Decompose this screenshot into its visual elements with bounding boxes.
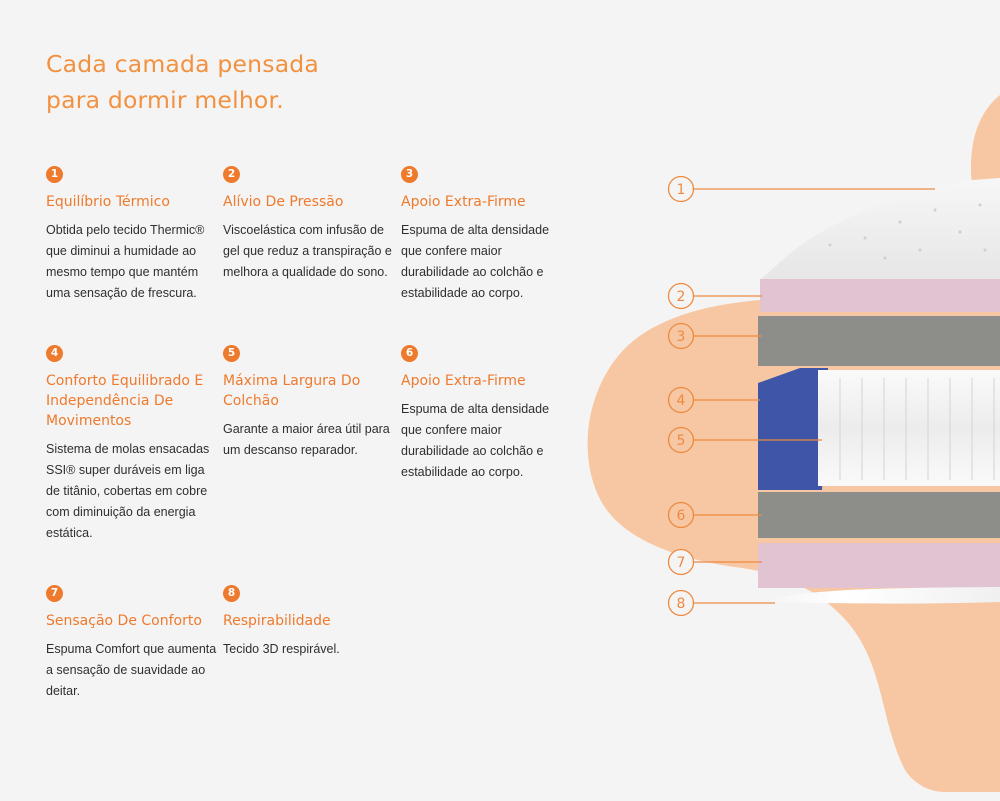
- feature-5: 5 Máxima Largura Do Colchão Garante a ma…: [223, 345, 393, 461]
- callout-6: 6: [667, 501, 695, 529]
- headline-line-1: Cada camada pensada: [46, 50, 320, 78]
- feature-3: 3 Apoio Extra-Firme Espuma de alta densi…: [401, 166, 571, 304]
- svg-text:2: 2: [677, 289, 686, 305]
- feature-description: Tecido 3D respirável.: [223, 642, 340, 656]
- feature-title: Apoio Extra-Firme: [401, 194, 526, 210]
- decorative-blob: [970, 95, 1000, 185]
- callout-4: 4: [667, 386, 695, 414]
- feature-6: 6 Apoio Extra-Firme Espuma de alta densi…: [401, 345, 571, 483]
- feature-1: 1 Equilíbrio Térmico Obtida pelo tecido …: [46, 166, 216, 304]
- svg-text:1: 1: [677, 182, 686, 198]
- callout-3: 3: [667, 322, 695, 350]
- feature-number-badge: 3: [401, 166, 418, 183]
- svg-text:7: 7: [677, 555, 686, 571]
- feature-4: 4 Conforto Equilibrado E Independência D…: [46, 345, 216, 544]
- feature-description: Espuma de alta densidade que confere mai…: [401, 402, 550, 479]
- feature-description: Sistema de molas ensacadas SSI® super du…: [46, 442, 210, 540]
- callout-8: 8: [667, 589, 695, 617]
- svg-text:3: 3: [677, 329, 686, 345]
- feature-title: Alívio De Pressão: [223, 194, 344, 210]
- feature-description: Espuma Comfort que aumenta a sensação de…: [46, 642, 217, 698]
- pocket-springs-layer: [818, 370, 1000, 486]
- svg-text:6: 6: [677, 508, 686, 524]
- section-headline: Cada camada pensada para dormir melhor.: [46, 46, 319, 118]
- firm-foam-layer-top: [758, 316, 1000, 366]
- callout-7: 7: [667, 548, 695, 576]
- quilt-dots: [828, 203, 987, 260]
- feature-title: Conforto Equilibrado E Independência De …: [46, 373, 204, 429]
- mattress-layers-illustration: 1 2 3 4 5 6 7 8: [587, 95, 1000, 792]
- feature-title: Equilíbrio Térmico: [46, 194, 170, 210]
- svg-text:4: 4: [677, 393, 686, 409]
- gel-foam-layer: [760, 279, 1000, 312]
- feature-description: Espuma de alta densidade que confere mai…: [401, 223, 550, 300]
- headline-line-2: para dormir melhor.: [46, 86, 284, 114]
- feature-2: 2 Alívio De Pressão Viscoelástica com in…: [223, 166, 393, 283]
- callout-2: 2: [667, 282, 695, 310]
- feature-number-badge: 4: [46, 345, 63, 362]
- feature-7: 7 Sensação De Conforto Espuma Comfort qu…: [46, 585, 216, 702]
- callout-5: 5: [667, 426, 695, 454]
- comfort-foam-layer: [758, 543, 1000, 588]
- callout-lines: [694, 188, 935, 604]
- feature-title: Máxima Largura Do Colchão: [223, 373, 361, 409]
- feature-title: Apoio Extra-Firme: [401, 373, 526, 389]
- fabric-3d-layer: [762, 587, 1000, 604]
- feature-description: Viscoelástica com infusão de gel que red…: [223, 223, 392, 279]
- feature-title: Sensação De Conforto: [46, 613, 202, 629]
- feature-number-badge: 7: [46, 585, 63, 602]
- feature-description: Garante a maior área útil para um descan…: [223, 422, 390, 457]
- feature-number-badge: 5: [223, 345, 240, 362]
- feature-title: Respirabilidade: [223, 613, 331, 629]
- svg-text:8: 8: [677, 596, 686, 612]
- feature-number-badge: 6: [401, 345, 418, 362]
- side-foam-layer: [758, 368, 828, 490]
- feature-8: 8 Respirabilidade Tecido 3D respirável.: [223, 585, 393, 660]
- callout-1: 1: [667, 175, 695, 203]
- feature-number-badge: 8: [223, 585, 240, 602]
- firm-foam-layer-bottom: [758, 492, 1000, 538]
- cover-layer: [760, 178, 1000, 280]
- feature-description: Obtida pelo tecido Thermic® que diminui …: [46, 223, 205, 300]
- feature-number-badge: 1: [46, 166, 63, 183]
- spring-lines: [839, 378, 995, 480]
- feature-number-badge: 2: [223, 166, 240, 183]
- svg-text:5: 5: [677, 433, 686, 449]
